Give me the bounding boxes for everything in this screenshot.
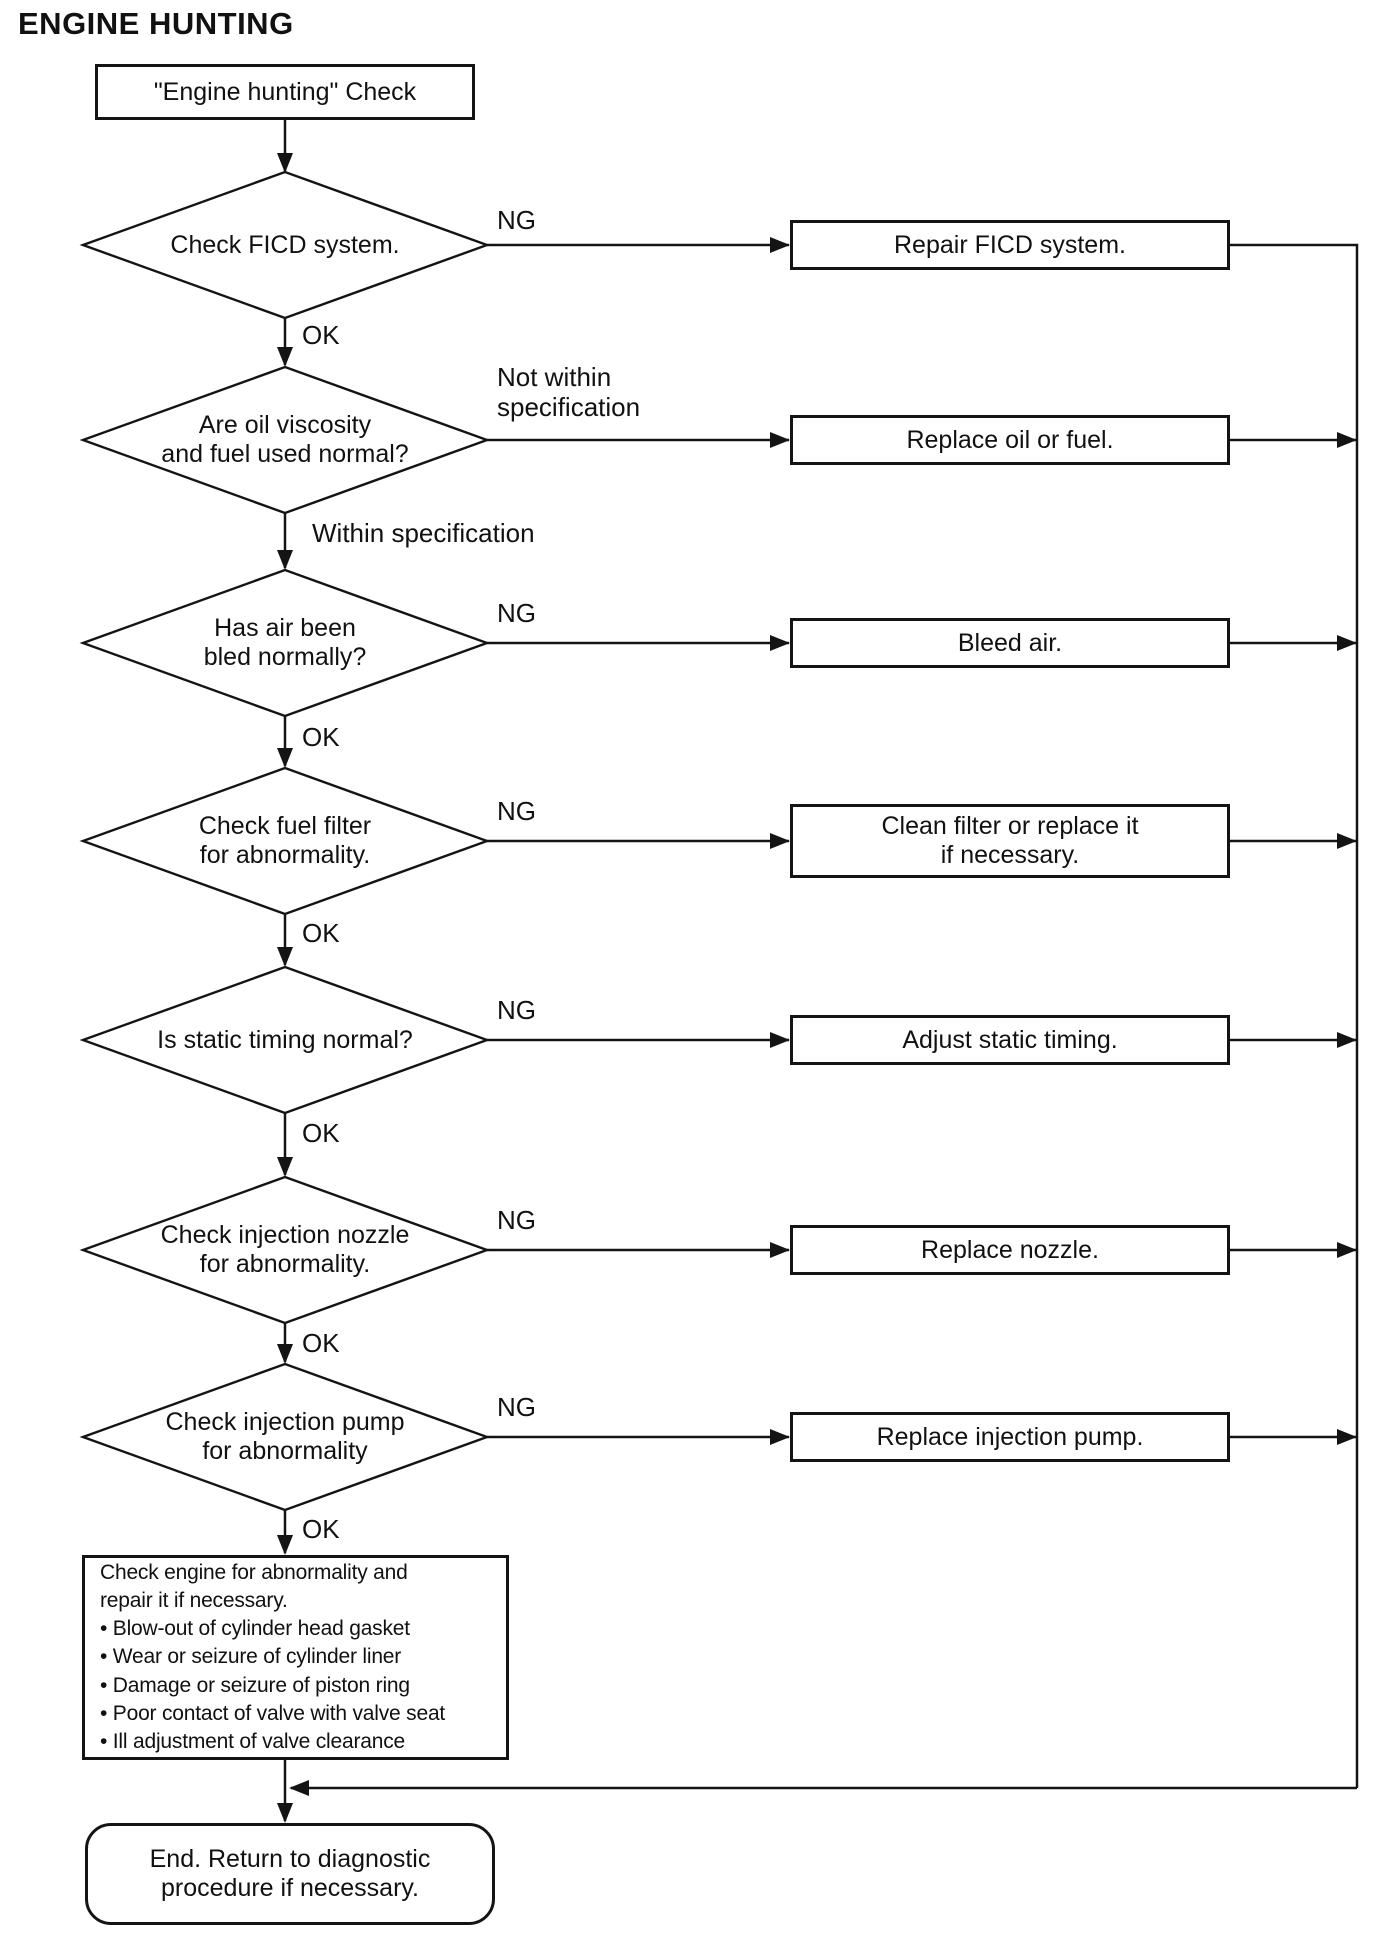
- down-label-ok-3: OK: [302, 722, 340, 752]
- decision-line: Check FICD system.: [170, 230, 400, 259]
- page-title: ENGINE HUNTING: [18, 6, 294, 41]
- diamond-shape-1: [79, 170, 491, 320]
- diamond-shape-6: [79, 1175, 491, 1325]
- arrowheads: [277, 153, 1357, 1823]
- final-check-line: repair it if necessary.: [100, 1589, 288, 1612]
- action-bleed-air: Bleed air.: [790, 618, 1230, 668]
- branch-label-not-within-spec: Not within specification: [497, 362, 640, 422]
- branch-label-ng-6: NG: [497, 1205, 536, 1235]
- end-node: End. Return to diagnostic procedure if n…: [85, 1823, 495, 1925]
- decision-line: and fuel used normal?: [161, 440, 409, 468]
- action-line: if necessary.: [940, 841, 1080, 869]
- end-node-line: End. Return to diagnostic: [149, 1845, 431, 1873]
- start-node-label: "Engine hunting" Check: [153, 77, 417, 106]
- action-line: Clean filter or replace it: [881, 812, 1139, 840]
- decision-check-ficd-system: Check FICD system.: [115, 209, 455, 281]
- action-line: Replace injection pump.: [876, 1422, 1144, 1451]
- action-line: Adjust static timing.: [902, 1025, 1118, 1054]
- action-line: Replace oil or fuel.: [906, 425, 1114, 454]
- down-label-ok-6: OK: [302, 1328, 340, 1358]
- action-replace-injection-pump: Replace injection pump.: [790, 1412, 1230, 1462]
- final-check-line: • Wear or seizure of cylinder liner: [100, 1645, 402, 1669]
- action-line: Repair FICD system.: [894, 230, 1126, 259]
- branch-label-ng-1: NG: [497, 205, 536, 235]
- decision-fuel-filter: Check fuel filter for abnormality.: [115, 805, 455, 877]
- action-replace-oil-or-fuel: Replace oil or fuel.: [790, 415, 1230, 465]
- decision-line: Has air been: [214, 614, 356, 642]
- diamond-shape-5: [79, 965, 491, 1115]
- decision-line: Check fuel filter: [198, 812, 372, 840]
- final-check-engine-node: Check engine for abnormality and repair …: [82, 1555, 509, 1760]
- diamond-shape-3: [79, 568, 491, 718]
- decision-line: for abnormality: [202, 1437, 368, 1465]
- decision-line: Are oil viscosity: [198, 411, 372, 439]
- down-label-within-spec: Within specification: [312, 518, 535, 548]
- final-check-line: • Ill adjustment of valve clearance: [100, 1730, 406, 1754]
- decision-oil-viscosity-fuel: Are oil viscosity and fuel used normal?: [115, 404, 455, 476]
- diamond-shape-2: [79, 365, 491, 515]
- branch-label-line: specification: [497, 392, 641, 422]
- decision-line: for abnormality.: [199, 1250, 371, 1278]
- action-replace-nozzle: Replace nozzle.: [790, 1225, 1230, 1275]
- decision-line: for abnormality.: [199, 841, 371, 869]
- action-adjust-static-timing: Adjust static timing.: [790, 1015, 1230, 1065]
- decision-injection-nozzle: Check injection nozzle for abnormality.: [115, 1214, 455, 1286]
- down-label-ok-1: OK: [302, 320, 340, 350]
- decision-line: Is static timing normal?: [157, 1025, 413, 1054]
- decision-line: Check injection nozzle: [160, 1221, 410, 1249]
- decision-diamonds: [79, 170, 491, 1512]
- action-line: Bleed air.: [957, 628, 1063, 657]
- branch-label-line: Not within: [497, 362, 612, 392]
- branch-label-ng-7: NG: [497, 1392, 536, 1422]
- decision-line: bled normally?: [203, 643, 367, 671]
- action-clean-filter: Clean filter or replace it if necessary.: [790, 804, 1230, 878]
- final-check-line: • Damage or seizure of piston ring: [100, 1673, 410, 1697]
- action-line: Replace nozzle.: [921, 1235, 1099, 1264]
- decision-injection-pump: Check injection pump for abnormality: [115, 1401, 455, 1473]
- final-check-line: • Blow-out of cylinder head gasket: [100, 1617, 410, 1641]
- down-label-ok-7: OK: [302, 1514, 340, 1544]
- diamond-shape-4: [79, 766, 491, 916]
- decision-air-bled: Has air been bled normally?: [115, 607, 455, 679]
- end-node-line: procedure if necessary.: [161, 1874, 419, 1902]
- branch-label-ng-3: NG: [497, 598, 536, 628]
- branch-label-ng-5: NG: [497, 995, 536, 1025]
- final-check-line: Check engine for abnormality and: [100, 1560, 408, 1584]
- down-label-ok-4: OK: [302, 918, 340, 948]
- decision-static-timing: Is static timing normal?: [115, 1004, 455, 1076]
- final-check-line: • Poor contact of valve with valve seat: [100, 1701, 446, 1725]
- down-label-ok-5: OK: [302, 1118, 340, 1148]
- decision-line: Check injection pump: [165, 1408, 405, 1436]
- diamond-shape-7: [79, 1362, 491, 1512]
- branch-label-ng-4: NG: [497, 796, 536, 826]
- flow-lines: [283, 120, 1359, 1821]
- action-repair-ficd-system: Repair FICD system.: [790, 220, 1230, 270]
- start-node: "Engine hunting" Check: [95, 64, 475, 120]
